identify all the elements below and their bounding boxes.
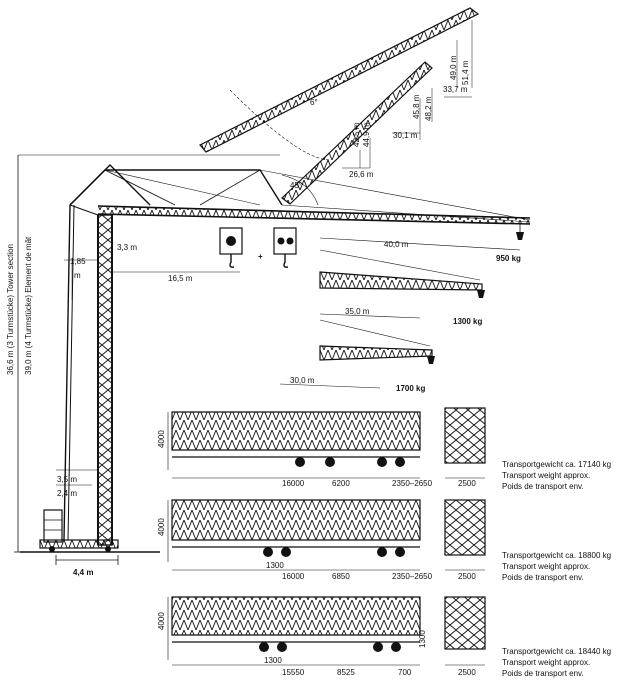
transport-1-dim-3: 2350–2650 — [392, 479, 433, 488]
transport-3-dim-3: 8525 — [337, 668, 355, 677]
height-44-9: 44,9 m — [362, 122, 371, 147]
jib-variant-40m: 40,0 m 950 kg — [319, 237, 521, 263]
jib-35-length: 35,0 m — [345, 307, 370, 316]
transport-3-dim-1: 1300 — [264, 656, 282, 665]
transport-2-height: 4000 — [157, 518, 166, 536]
tower-height-dimension — [14, 154, 280, 553]
transport-2-weight: Transportgewicht ca. 18800 kg Transport … — [502, 550, 611, 583]
transport-2-weight-de: Transportgewicht ca. 18800 kg — [502, 551, 612, 560]
radius-26-6: 26,6 m — [349, 170, 374, 179]
angle-label-2: 45° — [290, 181, 302, 190]
jib-30-load: 1700 kg — [396, 384, 425, 393]
height-48-2: 48,2 m — [424, 96, 433, 121]
tower-height-4-sections: 39,0 m (4 Turmstücke) Element de mât — [24, 236, 33, 375]
transport-3-weight-fr: Poids de transport env. — [502, 669, 584, 678]
base-width-total: 4,4 m — [73, 568, 93, 577]
transport-2-dim-2: 16000 — [282, 572, 305, 581]
height-42-5: 42,5 m — [352, 122, 361, 147]
luffed-jib-lower — [281, 61, 433, 205]
counter-jib-length: 16,5 m — [168, 274, 193, 283]
transport-1-dim-2: 6200 — [332, 479, 350, 488]
offset-unit: m — [74, 271, 81, 280]
transport-3-weight: Transportgewicht ca. 18440 kg Transport … — [502, 646, 611, 679]
jib-variant-35m: 35,0 m 1300 kg — [319, 249, 485, 326]
offset-label: 1,85 — [70, 257, 86, 266]
transport-1-side-width: 2500 — [458, 479, 476, 488]
transport-3-dim-4: 700 — [398, 668, 412, 677]
transport-2-dim-4: 2350–2650 — [392, 572, 433, 581]
transport-2-side-width: 2500 — [458, 572, 476, 581]
transport-config-1: 4000 16000 6200 2350–2650 2500 — [157, 407, 486, 488]
height-49-0: 49,0 m — [449, 55, 458, 80]
transport-1-height: 4000 — [157, 430, 166, 448]
base-width-1: 3,5 m — [57, 475, 77, 484]
transport-3-height: 4000 — [157, 612, 166, 630]
transport-1-weight: Transportgewicht ca. 17140 kg Transport … — [502, 459, 611, 492]
ballast-block — [43, 509, 63, 543]
jib-variant-30m: 30,0 m 1700 kg — [279, 319, 435, 393]
angle-label-1: 6° — [310, 98, 318, 107]
transport-config-2: 4000 1300 16000 6850 2350–2650 2500 — [157, 499, 486, 581]
transport-1-weight-en: Transport weight approx. — [502, 471, 591, 480]
transport-2-weight-fr: Poids de transport env. — [502, 573, 584, 582]
base-width-2: 2,4 m — [57, 489, 77, 498]
jib-30-length: 30,0 m — [290, 376, 315, 385]
hook-block-single — [219, 227, 243, 268]
radius-30-1: 30,1 m — [393, 131, 418, 140]
transport-config-3: 4000 1300 15550 8525 700 1300 2500 — [157, 596, 486, 677]
radius-33-7: 33,7 m — [443, 85, 468, 94]
transport-3-dim-2: 15550 — [282, 668, 305, 677]
head-height: 3,3 m — [117, 243, 137, 252]
transport-1-weight-fr: Poids de transport env. — [502, 482, 584, 491]
transport-1-dim-1: 16000 — [282, 479, 305, 488]
transport-2-weight-en: Transport weight approx. — [502, 562, 591, 571]
tower-mast — [97, 214, 113, 546]
luffing-dimensions — [342, 20, 473, 169]
tower-base — [20, 539, 160, 553]
jib-35-load: 1300 kg — [453, 317, 482, 326]
transport-3-dim-5: 1300 — [418, 630, 427, 648]
height-45-8: 45,8 m — [412, 94, 421, 119]
jib-40-load: 950 kg — [496, 254, 521, 263]
transport-3-weight-en: Transport weight approx. — [502, 658, 591, 667]
transport-1-weight-de: Transportgewicht ca. 17140 kg — [502, 460, 612, 469]
hook-plus: + — [258, 252, 263, 261]
transport-2-dim-3: 6850 — [332, 572, 350, 581]
luffed-jib-upper — [199, 7, 480, 153]
transport-3-side-width: 2500 — [458, 668, 476, 677]
transport-2-dim-1: 1300 — [266, 561, 284, 570]
main-jib — [97, 205, 531, 240]
hook-block-double — [273, 227, 297, 268]
tower-height-3-sections: 36,6 m (3 Turmstücke) Tower section — [6, 244, 15, 375]
jib-40-length: 40,0 m — [384, 240, 409, 249]
height-51-4: 51,4 m — [461, 60, 470, 85]
transport-3-weight-de: Transportgewicht ca. 18440 kg — [502, 647, 612, 656]
